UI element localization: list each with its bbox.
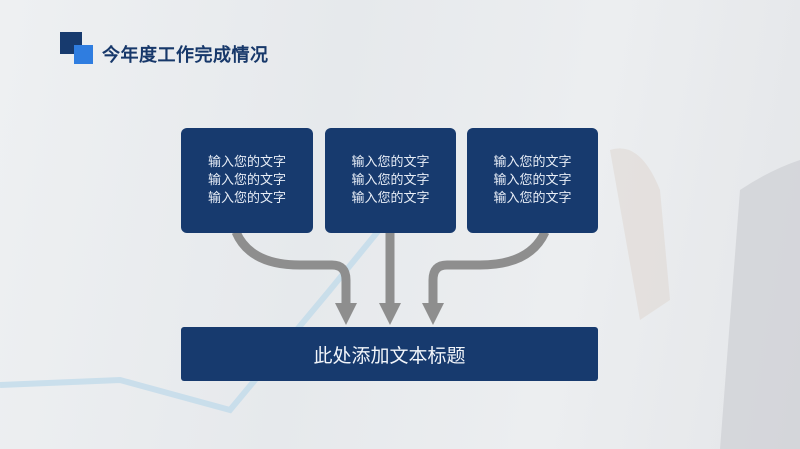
title-decoration-square-light (74, 45, 93, 64)
text-box-3[interactable]: 输入您的文字 输入您的文字 输入您的文字 (467, 128, 598, 233)
arrowhead-middle (379, 303, 401, 325)
text-box-1[interactable]: 输入您的文字 输入您的文字 输入您的文字 (181, 128, 313, 233)
page-title: 今年度工作完成情况 (102, 45, 269, 66)
summary-title: 此处添加文本标题 (313, 344, 466, 367)
box-line: 输入您的文字 (207, 154, 286, 170)
arrowhead-left (335, 303, 357, 325)
arrowhead-right (422, 303, 444, 325)
arrow-right (428, 229, 550, 305)
box-line: 输入您的文字 (493, 172, 572, 188)
box-line: 输入您的文字 (493, 190, 572, 206)
box-line: 输入您的文字 (351, 154, 430, 170)
summary-title-bar[interactable]: 此处添加文本标题 (181, 327, 598, 381)
box-line: 输入您的文字 (207, 172, 286, 188)
box-line: 输入您的文字 (351, 172, 430, 188)
box-line: 输入您的文字 (207, 190, 286, 206)
box-line: 输入您的文字 (351, 190, 430, 206)
arrow-left (231, 230, 351, 305)
box-line: 输入您的文字 (493, 154, 572, 170)
text-box-2[interactable]: 输入您的文字 输入您的文字 输入您的文字 (325, 128, 456, 233)
